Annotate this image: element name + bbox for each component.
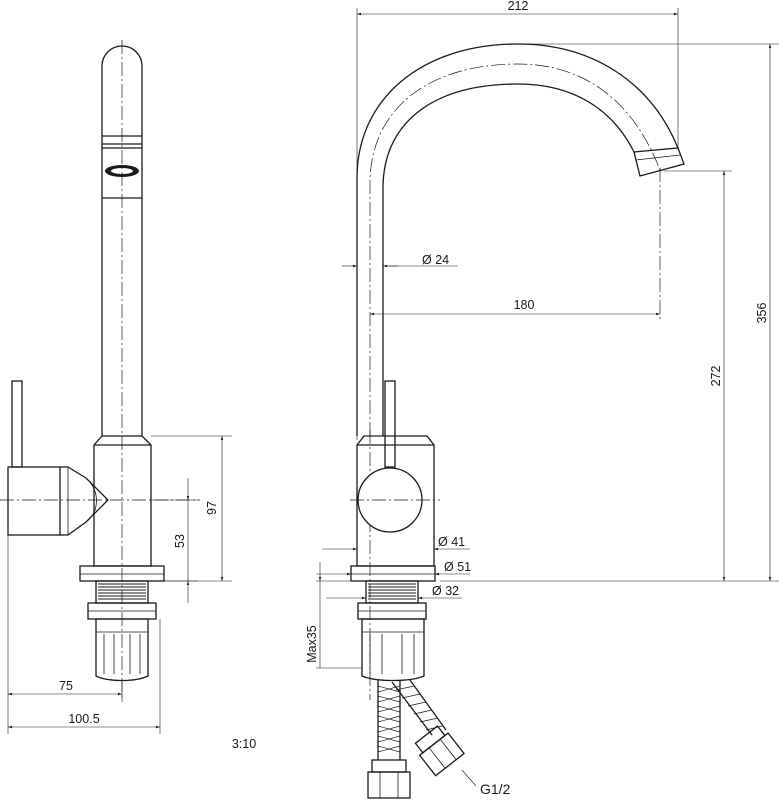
dim-dia-24-label: Ø 24 — [422, 253, 449, 267]
side-body — [0, 380, 200, 567]
dim-75-label: 75 — [59, 679, 73, 693]
dim-53-label: 53 — [173, 534, 187, 548]
dim-dia-24: Ø 24 — [342, 253, 458, 268]
dim-356: 356 — [518, 43, 779, 581]
hose-connection-label: G1/2 — [480, 781, 511, 797]
scale-note: 3:10 — [232, 737, 256, 751]
front-view: G1/2 212 Ø 24 180 272 — [305, 0, 779, 799]
dim-max35: Max35 — [305, 562, 362, 669]
dim-dia-41: Ø 41 — [322, 535, 470, 551]
dim-180-label: 180 — [514, 298, 535, 312]
dim-max35-label: Max35 — [305, 625, 319, 663]
dim-180: 180 — [370, 298, 660, 316]
dim-272-label: 272 — [709, 366, 723, 387]
dim-dia-32: Ø 32 — [326, 584, 462, 600]
side-spout-tube — [101, 40, 143, 700]
front-spout — [356, 43, 685, 700]
dim-212: 212 — [356, 0, 679, 440]
dim-97-label: 97 — [205, 501, 219, 515]
dim-272: 272 — [440, 170, 779, 582]
dim-100-5: 100.5 — [7, 619, 161, 734]
front-body — [350, 380, 440, 567]
dim-356-label: 356 — [755, 303, 769, 324]
dim-dia-41-label: Ø 41 — [438, 535, 465, 549]
front-base — [350, 565, 436, 682]
side-view: 97 53 75 100.5 — [0, 40, 232, 734]
dim-dia-51: Ø 51 — [316, 560, 471, 576]
dim-212-label: 212 — [508, 0, 529, 13]
dim-75: 75 — [7, 535, 123, 734]
front-thread — [365, 580, 419, 604]
dim-100-5-label: 100.5 — [68, 712, 99, 726]
dim-53: 53 — [151, 478, 198, 603]
dim-dia-51-label: Ø 51 — [444, 560, 471, 574]
dim-dia-32-label: Ø 32 — [432, 584, 459, 598]
dim-97: 97 — [151, 435, 232, 582]
front-hoses: G1/2 — [367, 679, 511, 799]
side-base — [79, 565, 165, 682]
